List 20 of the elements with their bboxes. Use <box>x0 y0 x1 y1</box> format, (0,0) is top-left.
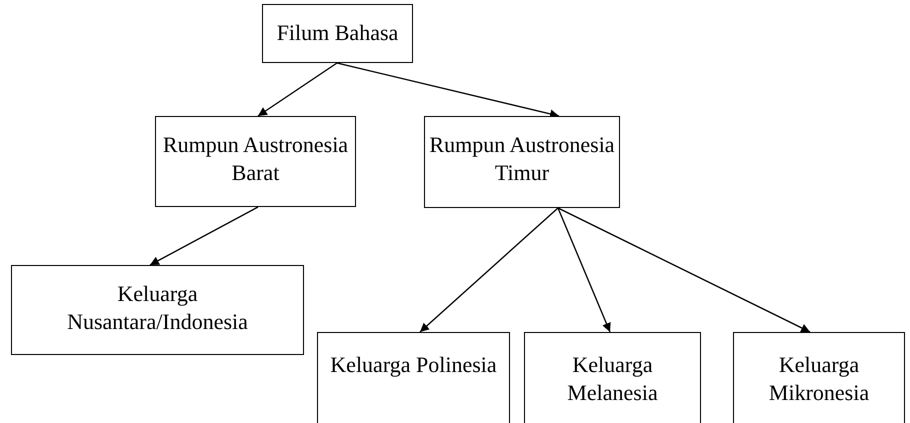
box-label: Keluarga Melanesia <box>566 351 659 406</box>
process-box <box>733 332 905 423</box>
arrow <box>557 208 611 332</box>
arrow <box>150 206 258 266</box>
arrow <box>420 208 558 332</box>
arrow <box>558 207 810 333</box>
arrow <box>336 62 560 118</box>
box-label: Keluarga Nusantara/Indonesia <box>66 280 249 335</box>
arrow <box>258 62 338 117</box>
process-box <box>524 332 701 423</box>
process-box <box>11 265 304 355</box>
process-box <box>424 116 620 208</box>
box-label: Filum Bahasa <box>276 19 398 46</box>
box-label: Rumpun Austronesia Barat <box>162 131 350 186</box>
box-label: Keluarga Mikronesia <box>768 351 870 406</box>
box-label: Rumpun Austronesia Timur <box>428 131 616 186</box>
process-box <box>155 116 356 207</box>
process-box <box>262 4 413 63</box>
process-box <box>317 332 510 423</box>
box-label: Keluarga Polinesia <box>330 351 497 378</box>
